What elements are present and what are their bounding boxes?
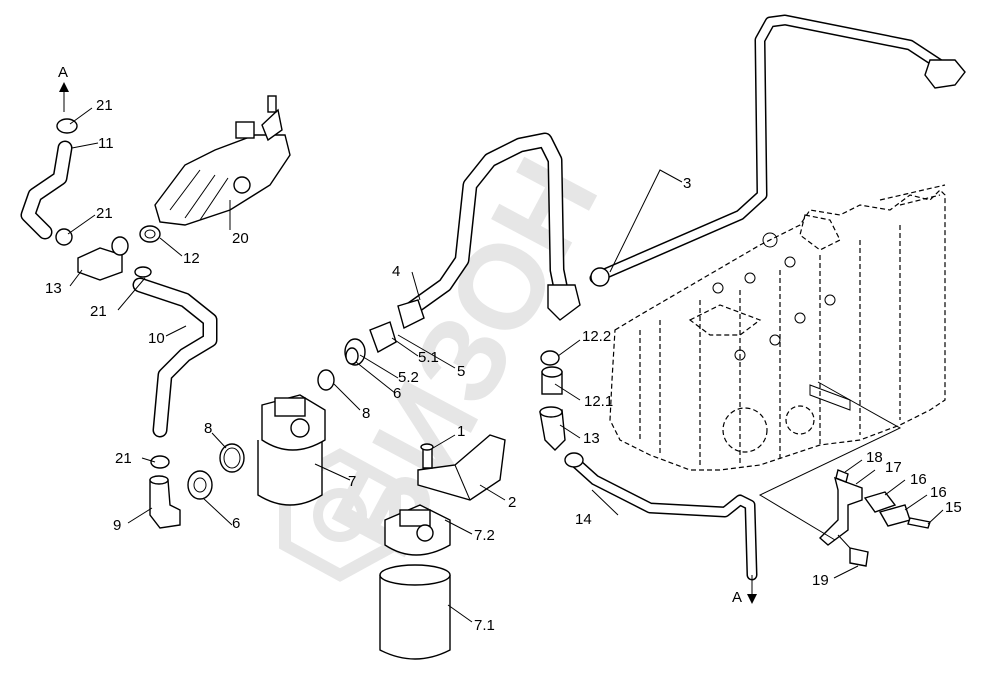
oring-12-2	[540, 350, 560, 366]
callout-10: 10	[148, 330, 165, 347]
bracket-2	[417, 434, 506, 501]
hose-14	[564, 452, 758, 581]
arrow-a-bottom-label: A	[732, 589, 742, 606]
guide-line-bracket	[758, 381, 902, 541]
bolt-18	[835, 469, 849, 483]
clamp-21-c	[134, 266, 152, 278]
clamp-21-b	[55, 228, 73, 246]
hose-4	[397, 132, 581, 330]
clamp-21-d	[150, 455, 170, 469]
callout-11: 11	[98, 135, 114, 152]
bolt-19	[837, 534, 869, 567]
callout-12-2: 12.2	[582, 328, 611, 345]
arrow-a-top-label: A	[58, 64, 68, 81]
bolt-15	[907, 517, 931, 529]
callout-6-b: 6	[393, 385, 401, 402]
callout-15: 15	[945, 499, 962, 516]
arrow-a-bottom: A	[732, 575, 757, 606]
callout-5: 5	[457, 363, 465, 380]
callout-18: 18	[866, 449, 883, 466]
callout-7-1: 7.1	[474, 617, 495, 634]
tee-13	[77, 236, 129, 281]
callout-13-b: 13	[583, 430, 600, 447]
fitting-12	[139, 225, 161, 243]
callout-5-2: 5.2	[398, 369, 419, 386]
callout-14: 14	[575, 511, 592, 528]
callout-16-b: 16	[930, 484, 947, 501]
callout-12: 12	[183, 250, 200, 267]
pipe-3	[589, 14, 966, 287]
callout-19: 19	[812, 572, 829, 589]
fitting-6-a	[187, 470, 213, 500]
callout-12-1: 12.1	[584, 393, 613, 410]
callout-21-c: 21	[90, 303, 107, 320]
arrow-a-top: A	[58, 64, 69, 112]
clip-16-a	[863, 491, 897, 513]
engine-block	[609, 184, 946, 471]
callout-1: 1	[457, 423, 465, 440]
elbow-9	[149, 475, 181, 529]
callout-17: 17	[885, 459, 902, 476]
callout-21-b: 21	[96, 205, 113, 222]
callout-5-1: 5.1	[418, 349, 439, 366]
filter-7-2	[384, 504, 451, 556]
callout-7-2: 7.2	[474, 527, 495, 544]
hose-10	[132, 277, 218, 438]
filter-7	[257, 394, 326, 506]
callout-labels: 1 2 3 4 5 5.1 5.2 6 6 7 7.1 7.2 8 8 9 10…	[45, 97, 962, 634]
fitting-12-1	[541, 366, 563, 395]
callout-4: 4	[392, 263, 400, 280]
callout-3: 3	[683, 175, 691, 192]
callout-8-b: 8	[204, 420, 212, 437]
washer-8-a	[219, 443, 245, 473]
hose-11	[20, 140, 73, 240]
callout-21-d: 21	[115, 450, 132, 467]
callout-21-a: 21	[96, 97, 113, 114]
filter-7-1	[379, 564, 451, 660]
callout-20: 20	[232, 230, 249, 247]
callout-8-a: 8	[362, 405, 370, 422]
pump-20	[154, 95, 291, 226]
callout-7: 7	[348, 473, 356, 490]
fitting-5	[317, 321, 397, 391]
leader-lines	[67, 107, 944, 623]
elbow-13	[539, 406, 566, 451]
callout-13-a: 13	[45, 280, 62, 297]
callout-2: 2	[508, 494, 516, 511]
callout-6-a: 6	[232, 515, 240, 532]
callout-16-a: 16	[910, 471, 927, 488]
bracket-17	[818, 476, 863, 546]
callout-9: 9	[113, 517, 121, 534]
